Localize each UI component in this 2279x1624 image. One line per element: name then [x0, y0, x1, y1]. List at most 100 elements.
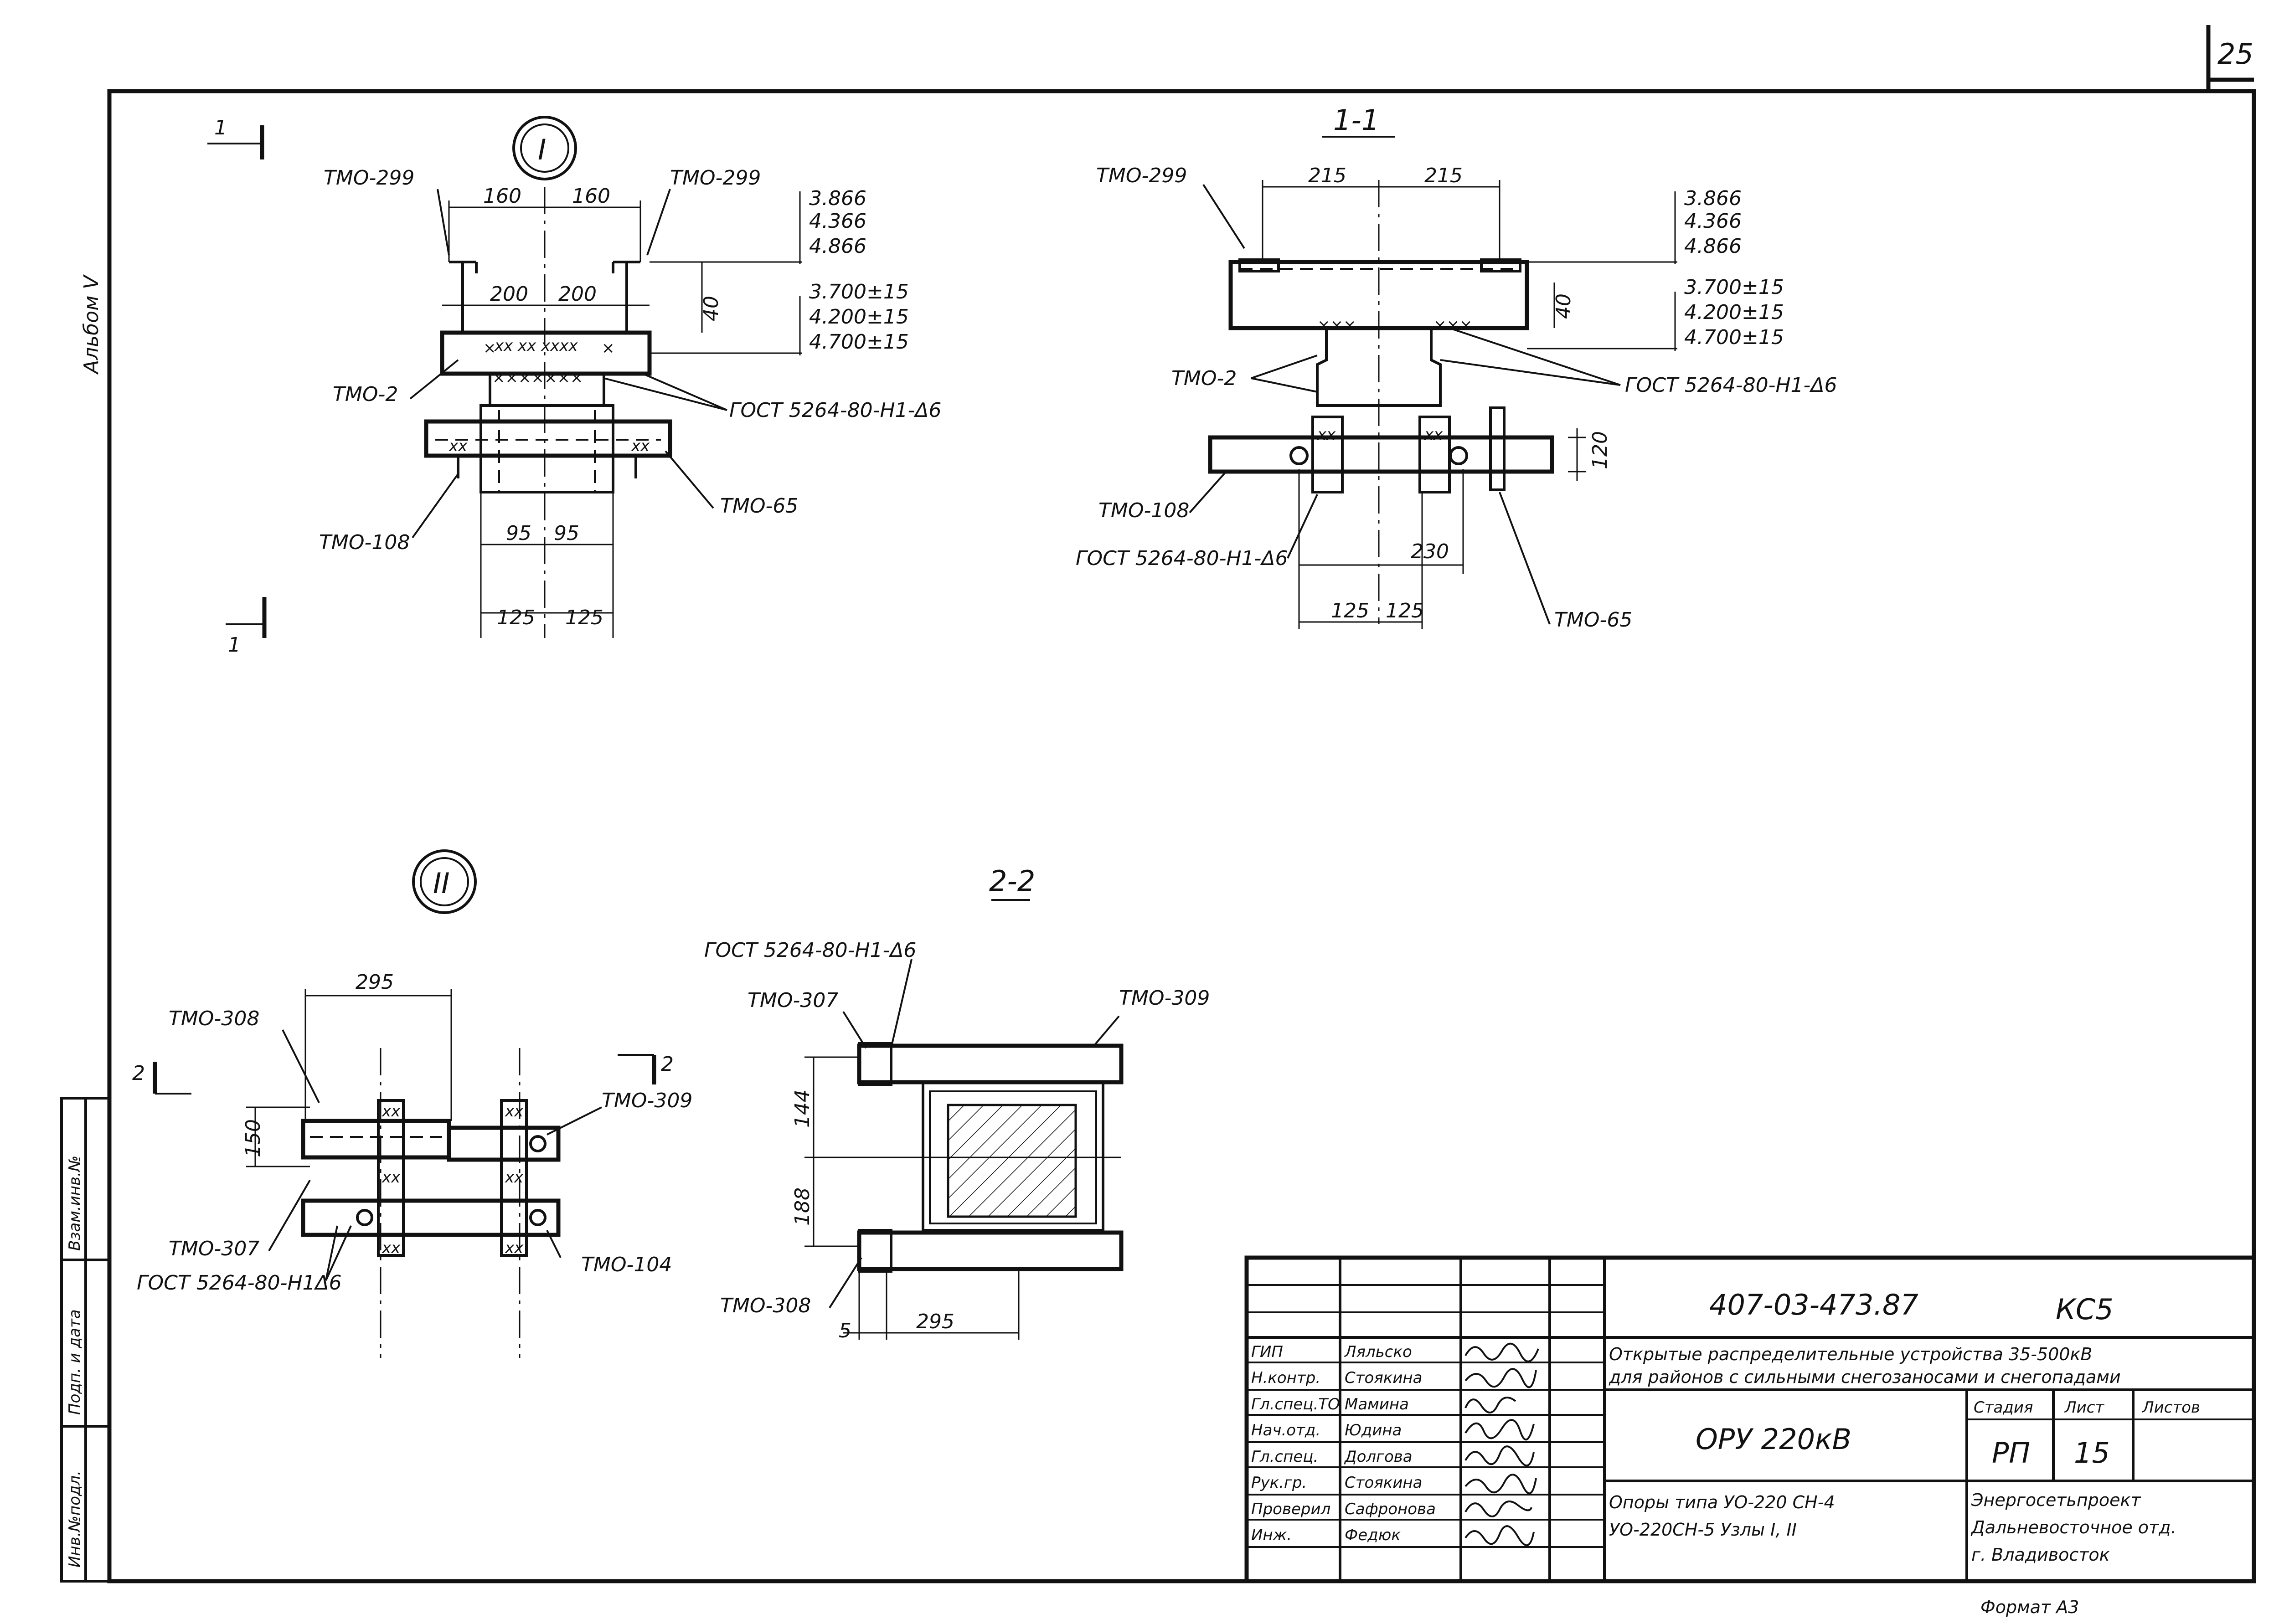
label-tmo299-left: ТМО-299 — [324, 166, 414, 190]
s22-label-tmo308: ТМО-308 — [720, 1294, 811, 1317]
n2-label-tmo307: ТМО-307 — [169, 1237, 259, 1260]
format-label: Формат А3 — [1980, 1597, 2079, 1617]
label-tmo108: ТМО-108 — [319, 531, 410, 554]
staff-name-3: Мамина — [1345, 1395, 1409, 1413]
staff-role-2: Н.контр. — [1251, 1369, 1320, 1387]
sheet-code: КС5 — [2056, 1293, 2114, 1326]
staff-name-8: Федюк — [1345, 1526, 1401, 1544]
staff-role-8: Инж. — [1251, 1526, 1292, 1544]
staff-role-6: Рук.гр. — [1251, 1474, 1307, 1492]
signatures — [1464, 1342, 1539, 1547]
staff-name-2: Стоякина — [1345, 1369, 1423, 1387]
section-2-2-drawing — [804, 899, 1124, 1340]
s22-label-tmo309: ТМО-309 — [1119, 987, 1210, 1010]
dim-95-right: 95 — [554, 522, 579, 545]
label-tmo299-right: ТМО-299 — [670, 166, 761, 190]
s11-elev-bot-3: 4.700±15 — [1684, 326, 1784, 349]
dim-125-right: 125 — [565, 606, 603, 629]
elev-bot-2: 4.200±15 — [809, 305, 909, 329]
s22-dim-188: 188 — [791, 1187, 814, 1226]
svg-text:xx: xx — [1317, 426, 1336, 444]
side-stamp — [60, 1097, 111, 1583]
dim-200-right: 200 — [558, 283, 597, 306]
elev-top-1: 3.866 — [809, 187, 866, 210]
s22-dim-5: 5 — [839, 1319, 851, 1342]
label-tmo2: ТМО-2 — [333, 383, 398, 406]
svg-text:×: × — [483, 339, 496, 357]
svg-text:xx: xx — [631, 437, 650, 455]
s11-dim-40: 40 — [1552, 293, 1575, 319]
dim-160-right: 160 — [572, 185, 610, 208]
staff-role-3: Гл.спец.ТО — [1251, 1395, 1340, 1413]
svg-text:×××: ××× — [1433, 316, 1472, 334]
doc-code: 407-03-473.87 — [1709, 1288, 1918, 1321]
s11-dim-120: 120 — [1588, 431, 1612, 469]
dim-40: 40 — [700, 296, 723, 321]
staff-name-1: Ляльско — [1344, 1343, 1412, 1361]
s22-label-tmo307: ТМО-307 — [748, 989, 838, 1012]
staff-name-7: Сафронова — [1345, 1500, 1436, 1518]
sheets-header: Листов — [2141, 1398, 2200, 1417]
svg-text:xx: xx — [1424, 426, 1443, 444]
s22-dim-295: 295 — [916, 1310, 954, 1333]
n2-label-gost: ГОСТ 5264-80-Н1Δ6 — [137, 1271, 342, 1295]
stamp-replace-inv: Взам.инв.№ — [66, 1156, 84, 1251]
label-gost: ГОСТ 5264-80-Н1-Δ6 — [729, 399, 942, 422]
n2-label-tmo308: ТМО-308 — [169, 1007, 259, 1030]
org-line-1: Энергосетьпроект — [1971, 1490, 2141, 1510]
svg-text:xx: xx — [505, 1168, 524, 1187]
svg-text:xx: xx — [382, 1102, 401, 1120]
node-2-section-mark-right: 2 — [661, 1053, 674, 1076]
svg-text:×: × — [602, 339, 615, 357]
s22-label-gost: ГОСТ 5264-80-Н1-Δ6 — [704, 939, 917, 962]
svg-text:xx: xx — [382, 1239, 401, 1257]
node-2-drawing: xx xx xx xx xx xx — [153, 849, 656, 1358]
dim-125-left: 125 — [497, 606, 535, 629]
sheet-title-line-2: УО-220СН-5 Узлы I, II — [1609, 1520, 1797, 1540]
staff-role-5: Гл.спец. — [1251, 1448, 1318, 1466]
node-1-section-mark-bottom: 1 — [228, 633, 241, 657]
s11-label-tmo108: ТМО-108 — [1098, 499, 1189, 522]
s11-elev-bot-2: 4.200±15 — [1684, 301, 1784, 324]
org-line-2: Дальневосточное отд. — [1970, 1517, 2176, 1537]
label-tmo65: ТМО-65 — [720, 494, 798, 518]
n2-dim-295: 295 — [356, 971, 394, 994]
dim-200-left: 200 — [490, 283, 528, 306]
svg-text:xx xx xxxx: xx xx xxxx — [494, 337, 578, 355]
staff-role-1: ГИП — [1251, 1343, 1283, 1361]
elev-bot-1: 3.700±15 — [809, 280, 909, 303]
s11-elev-top-3: 4.866 — [1684, 235, 1742, 258]
stage-value: РП — [1992, 1436, 2030, 1470]
s11-elev-top-2: 4.366 — [1684, 210, 1742, 233]
dim-160-left: 160 — [483, 185, 521, 208]
stamp-inv-number: Инв.№подл. — [66, 1470, 84, 1567]
s11-dim-230: 230 — [1411, 540, 1449, 563]
s11-dim-215-right: 215 — [1424, 164, 1463, 187]
staff-name-5: Долгова — [1344, 1448, 1413, 1466]
n2-label-tmo309: ТМО-309 — [602, 1089, 692, 1112]
s11-label-tmo65: ТМО-65 — [1554, 608, 1632, 632]
dim-95-left: 95 — [506, 522, 531, 545]
section-2-2-title: 2-2 — [989, 864, 1035, 898]
album-label: Альбом V — [80, 274, 103, 375]
s11-label-gost-right: ГОСТ 5264-80-Н1-Δ6 — [1625, 374, 1837, 397]
svg-text:xx: xx — [382, 1168, 401, 1187]
object-name: ОРУ 220кВ — [1696, 1423, 1851, 1456]
staff-role-7: Проверил — [1251, 1500, 1330, 1518]
staff-name-6: Стоякина — [1345, 1474, 1423, 1492]
node-1-section-mark-top: 1 — [214, 116, 227, 139]
svg-text:xx: xx — [505, 1239, 524, 1257]
sheet-frame — [107, 25, 2256, 1583]
title-block-grid — [1244, 1255, 2256, 1583]
org-line-3: г. Владивосток — [1971, 1545, 2110, 1565]
staff-role-4: Нач.отд. — [1251, 1421, 1320, 1439]
svg-text:xx: xx — [505, 1102, 524, 1120]
elev-top-3: 4.866 — [809, 235, 866, 258]
s11-label-tmo299: ТМО-299 — [1096, 164, 1187, 187]
sheet-value: 15 — [2074, 1436, 2110, 1470]
elev-bot-3: 4.700±15 — [809, 330, 909, 354]
svg-text:×××: ××× — [1317, 316, 1356, 334]
project-title-line-2: для районов с сильными снегозаносами и с… — [1609, 1367, 2121, 1387]
staff-name-4: Юдина — [1345, 1421, 1402, 1439]
node-2-marker: II — [433, 867, 450, 900]
